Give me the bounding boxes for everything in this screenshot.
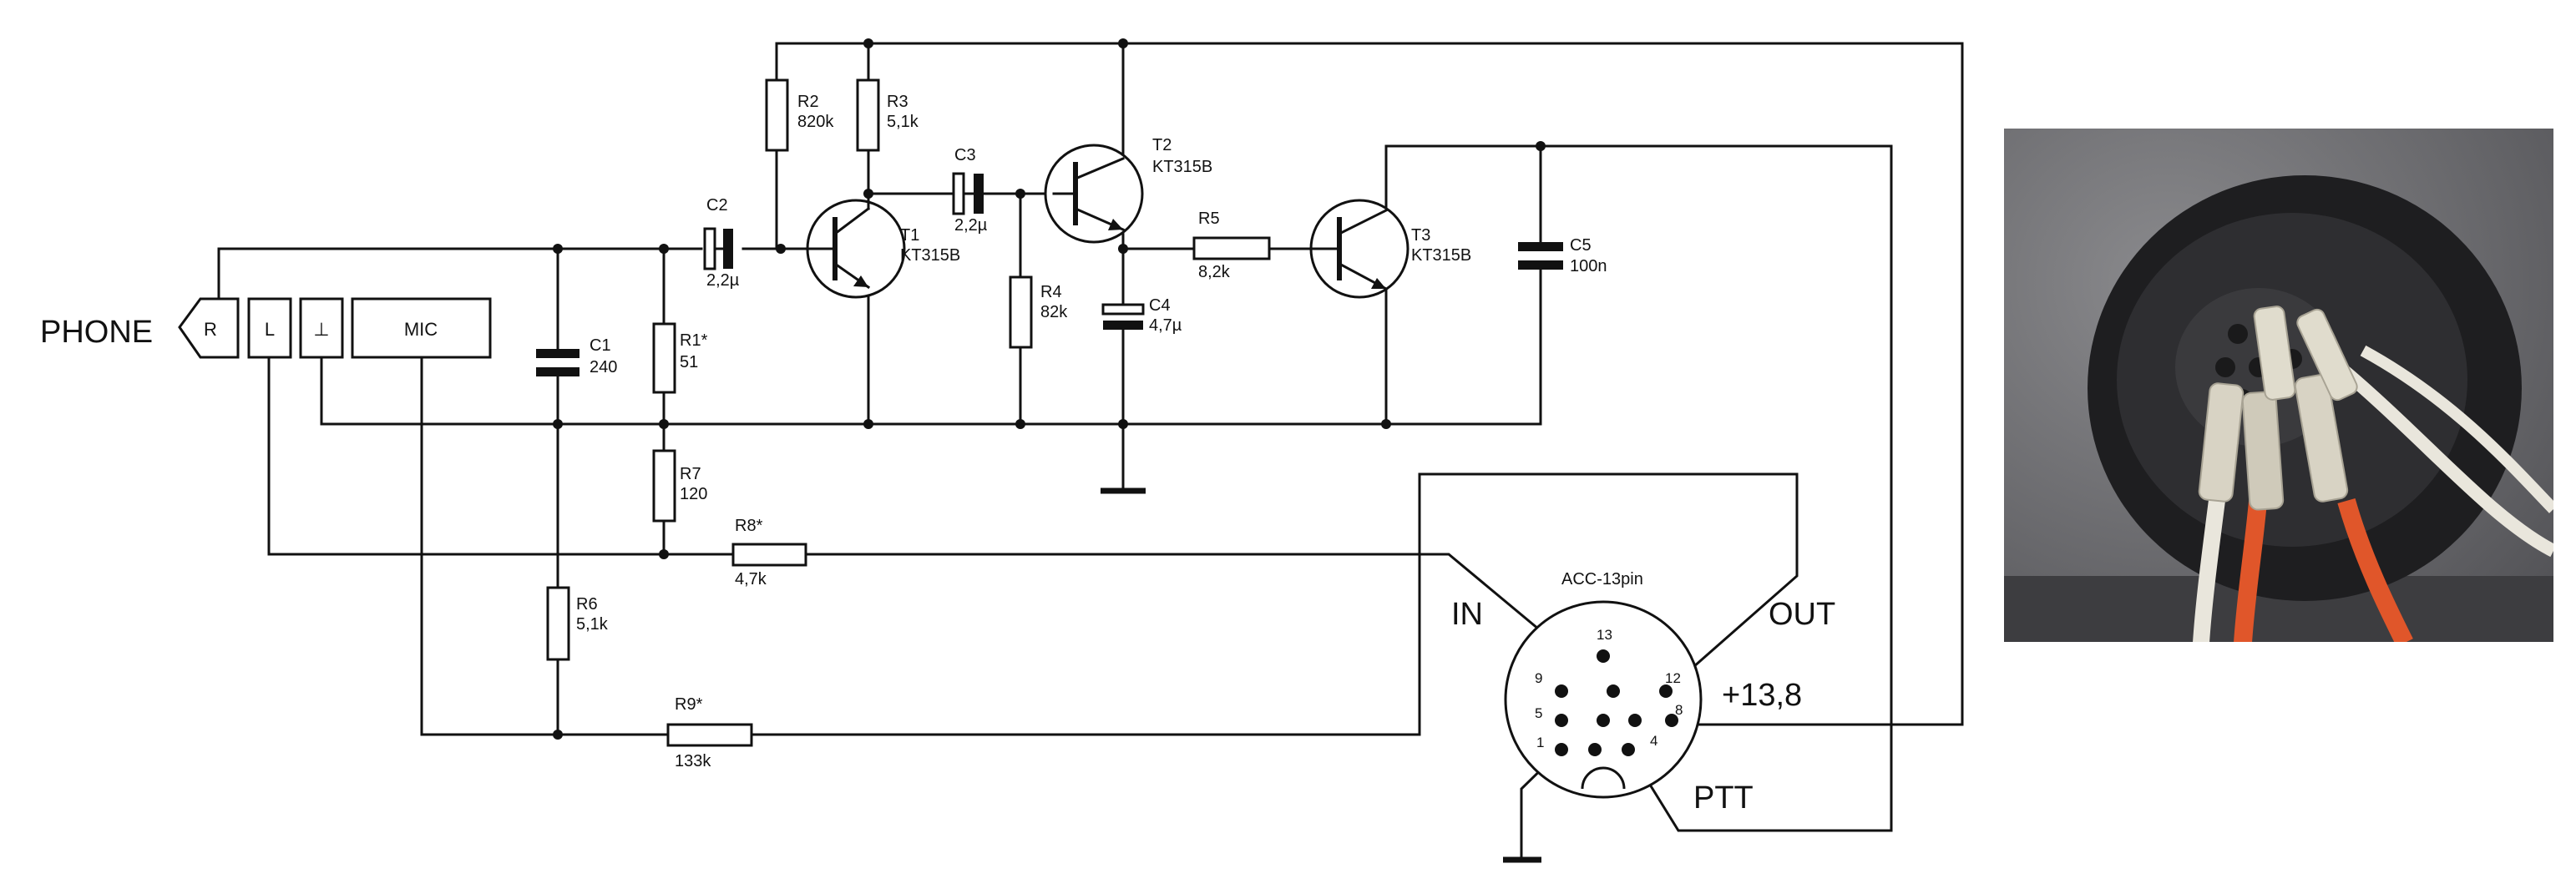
r6-ref: R6 <box>576 595 598 614</box>
plug-sleeve-2 <box>2241 391 2285 511</box>
r9-value: 133k <box>675 752 711 770</box>
junction-dots <box>553 38 1546 740</box>
plug-tip-r <box>178 297 240 359</box>
plug-l-label: L <box>265 319 275 340</box>
plug-ring-l <box>247 297 292 359</box>
c2-value: 2,2µ <box>706 271 740 290</box>
capacitor-c5-plate-top <box>1518 242 1563 251</box>
t2-value: KT315B <box>1152 158 1212 176</box>
component-labels: R2 820k R3 5,1k C2 2,2µ T1 KT315B C3 2,2… <box>576 93 1607 770</box>
c3-value: 2,2µ <box>954 216 988 235</box>
connector-label: ACC-13pin <box>1561 570 1643 588</box>
supply-label: +13,8 <box>1722 678 1802 713</box>
plug-sleeve-gnd <box>299 297 344 359</box>
capacitor-c1-plate-top <box>536 349 579 358</box>
capacitor-c3-plus <box>952 172 965 215</box>
connector-photo <box>2004 129 2553 642</box>
r5-ref: R5 <box>1198 210 1220 228</box>
plug-sleeve-1 <box>2198 382 2245 503</box>
plug-sleeve-3 <box>2294 374 2349 503</box>
wires <box>217 42 1964 858</box>
r3-value: 5,1k <box>887 113 919 131</box>
resistor-r4 <box>1009 275 1033 349</box>
resistor-r2 <box>765 78 789 152</box>
connector-body <box>1504 600 1703 799</box>
wire-orange-2 <box>2337 498 2413 642</box>
r3-ref: R3 <box>887 93 908 111</box>
resistor-r1 <box>652 322 676 394</box>
r6-value: 5,1k <box>576 615 609 634</box>
plug-mic-label: MIC <box>404 319 438 340</box>
out-label: OUT <box>1769 597 1835 632</box>
connector-pins <box>1555 649 1678 756</box>
r2-value: 820k <box>797 113 834 131</box>
r1-value: 51 <box>680 353 698 371</box>
ptt-label: PTT <box>1693 780 1754 816</box>
r8-value: 4,7k <box>735 570 767 588</box>
plug-mic <box>351 297 492 359</box>
plug-sleeve-4 <box>2296 308 2358 402</box>
resistor-r9 <box>666 723 753 747</box>
r4-value: 82k <box>1040 303 1068 321</box>
c1-value: 240 <box>590 358 617 376</box>
plug-sleeve-5 <box>2253 306 2296 401</box>
r4-ref: R4 <box>1040 283 1062 301</box>
pin-9-label: 9 <box>1535 670 1542 686</box>
r2-ref: R2 <box>797 93 819 111</box>
c5-ref: C5 <box>1570 236 1592 255</box>
r8-ref: R8* <box>735 517 763 535</box>
pin-8-label: 8 <box>1675 702 1683 718</box>
acc-13pin-connector: 13 9 12 5 8 1 4 ACC-13pin <box>1504 570 1703 799</box>
r5-value: 8,2k <box>1198 263 1231 281</box>
t2-ref: T2 <box>1152 136 1172 154</box>
capacitor-c3-minus <box>974 174 984 214</box>
resistors <box>546 78 1271 747</box>
transistor-t1 <box>806 192 906 299</box>
resistor-r8 <box>731 543 807 567</box>
transistor-t2 <box>1044 144 1144 244</box>
wire-white-1 <box>2325 353 2553 558</box>
capacitor-c1-plate-bottom <box>536 367 579 376</box>
resistor-r7 <box>652 449 676 523</box>
pin-4-label: 4 <box>1650 733 1657 749</box>
t1-ref: T1 <box>900 226 919 245</box>
r9-ref: R9* <box>675 695 703 714</box>
plug-gnd-label: ⊥ <box>313 319 329 340</box>
wire-white-2 <box>2360 345 2553 513</box>
capacitor-c2-plus <box>703 227 716 270</box>
capacitors <box>536 172 1563 376</box>
pin-5-label: 5 <box>1535 705 1542 721</box>
t3-ref: T3 <box>1411 226 1430 245</box>
in-label: IN <box>1451 597 1483 632</box>
c2-ref: C2 <box>706 196 728 215</box>
c4-ref: C4 <box>1149 296 1171 315</box>
net-labels: PHONE IN OUT +13,8 PTT <box>40 315 1835 816</box>
capacitor-c4-minus <box>1103 321 1143 330</box>
resistor-r3 <box>856 78 880 152</box>
connector-key <box>1581 766 1626 790</box>
pin-1-label: 1 <box>1536 735 1544 750</box>
c1-ref: C1 <box>590 336 611 355</box>
resistor-r5 <box>1192 236 1271 260</box>
capacitor-c2-minus <box>723 229 733 269</box>
pin-13-label: 13 <box>1597 627 1612 643</box>
plug-r-label: R <box>204 319 217 340</box>
capacitor-c5-plate-bottom <box>1518 260 1563 270</box>
transistor-t3 <box>1288 199 1409 299</box>
phone-plug: R L ⊥ MIC <box>178 297 492 359</box>
t3-value: KT315B <box>1411 246 1471 265</box>
r7-ref: R7 <box>680 465 701 483</box>
resistor-r6 <box>546 586 570 661</box>
ground-symbols <box>1101 487 1541 863</box>
pin-12-label: 12 <box>1665 670 1681 686</box>
t1-value: KT315B <box>900 246 960 265</box>
phone-label: PHONE <box>40 315 153 350</box>
r1-ref: R1* <box>680 331 708 350</box>
c5-value: 100n <box>1570 257 1607 275</box>
c3-ref: C3 <box>954 146 976 164</box>
c4-value: 4,7µ <box>1149 316 1182 335</box>
r7-value: 120 <box>680 485 707 503</box>
capacitor-c4-plus <box>1101 303 1145 316</box>
